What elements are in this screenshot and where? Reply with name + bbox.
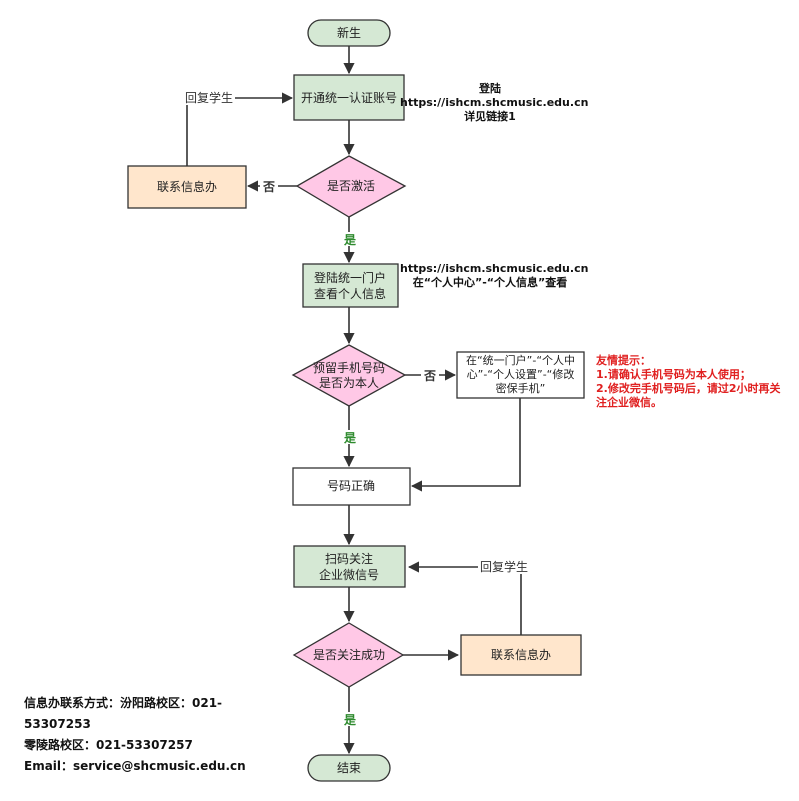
node-end: 结束 bbox=[307, 754, 391, 782]
note-tip-line1: 1.请确认手机号码为本人使用； bbox=[596, 368, 751, 381]
edge-label-reply-student-2: 回复学生 bbox=[480, 559, 528, 574]
node-is-followed: 是否关注成功 bbox=[292, 622, 405, 688]
contact-info: 信息办联系方式：汾阳路校区：021- 53307253 零陵路校区：021-53… bbox=[24, 693, 254, 777]
note-tip-title: 友情提示： bbox=[596, 354, 651, 367]
node-modify-phone-line2: 心”-“个人设置”-“修改 bbox=[466, 368, 575, 381]
note-portal-line1: https://ishcm.shcmusic.edu.cn bbox=[400, 262, 589, 275]
node-contact-office-2-label: 联系信息办 bbox=[491, 647, 551, 662]
node-login-portal: 登陆统一门户 查看个人信息 bbox=[302, 263, 399, 308]
note-tip: 友情提示： 1.请确认手机号码为本人使用； 2.修改完手机号码后，请过2小时再关… bbox=[596, 354, 781, 410]
node-phone-check: 预留手机号码 是否为本人 bbox=[291, 344, 407, 407]
node-is-activated: 是否激活 bbox=[295, 155, 407, 218]
node-phone-ok: 号码正确 bbox=[292, 467, 411, 506]
edge-label-yes-1: 是 bbox=[343, 233, 357, 247]
node-open-account: 开通统一认证账号 bbox=[293, 74, 405, 121]
node-login-portal-line1: 登陆统一门户 bbox=[314, 270, 386, 285]
node-modify-phone bbox=[456, 351, 585, 399]
edge-label-no-2: 否 bbox=[423, 369, 436, 383]
node-scan: 扫码关注 企业微信号 bbox=[293, 545, 406, 588]
node-modify-phone-text: 在“统一门户”-“个人中 心”-“个人设置”-“修改 密保手机” bbox=[459, 354, 582, 396]
node-start-label: 新生 bbox=[337, 25, 361, 40]
note-login: 登陆 https://ishcm.shcmusic.edu.cn 详见链接1 bbox=[400, 82, 589, 124]
node-phone-ok-label: 号码正确 bbox=[327, 479, 375, 493]
note-tip-line2: 2.修改完手机号码后，请过2小时再关 bbox=[596, 382, 781, 395]
note-login-line2: https://ishcm.shcmusic.edu.cn bbox=[400, 96, 589, 109]
edge-modify-to-ok bbox=[410, 398, 521, 492]
edge-reply-student-1 bbox=[186, 92, 294, 166]
note-tip-line3: 注企业微信。 bbox=[596, 396, 662, 409]
edge-label-no-1: 否 bbox=[262, 180, 275, 194]
node-start: 新生 bbox=[307, 19, 391, 47]
node-end-label: 结束 bbox=[337, 761, 361, 775]
node-contact-office-1: 联系信息办 bbox=[127, 165, 247, 209]
note-login-line1: 登陆 bbox=[479, 82, 501, 95]
node-is-activated-label: 是否激活 bbox=[327, 179, 375, 193]
note-portal: https://ishcm.shcmusic.edu.cn 在“个人中心”-“个… bbox=[400, 262, 589, 290]
edge-reply-student-2 bbox=[407, 561, 522, 635]
node-scan-line2: 企业微信号 bbox=[319, 567, 379, 582]
node-is-followed-label: 是否关注成功 bbox=[313, 647, 385, 662]
contact-line2: 53307253 bbox=[24, 717, 91, 731]
node-login-portal-line2: 查看个人信息 bbox=[314, 286, 386, 301]
edge-label-yes-2: 是 bbox=[343, 431, 357, 445]
contact-line4: Email：service@shcmusic.edu.cn bbox=[24, 759, 246, 773]
contact-line1: 信息办联系方式：汾阳路校区：021- bbox=[24, 696, 223, 710]
note-portal-line2: 在“个人中心”-“个人信息”查看 bbox=[412, 276, 568, 289]
node-open-account-label: 开通统一认证账号 bbox=[301, 91, 397, 105]
note-login-line3: 详见链接1 bbox=[464, 110, 516, 123]
node-scan-line1: 扫码关注 bbox=[325, 551, 373, 566]
node-contact-office-1-label: 联系信息办 bbox=[157, 179, 217, 194]
contact-line3: 零陵路校区：021-53307257 bbox=[24, 738, 193, 752]
edge-label-yes-3: 是 bbox=[343, 713, 357, 727]
node-modify-phone-line1: 在“统一门户”-“个人中 bbox=[465, 354, 576, 367]
edge-label-reply-student-1: 回复学生 bbox=[185, 90, 233, 105]
node-phone-check-line1: 预留手机号码 bbox=[313, 361, 385, 375]
node-phone-check-line2: 是否为本人 bbox=[319, 376, 379, 390]
node-modify-phone-line3: 密保手机” bbox=[495, 382, 546, 395]
node-contact-office-2: 联系信息办 bbox=[460, 634, 582, 676]
